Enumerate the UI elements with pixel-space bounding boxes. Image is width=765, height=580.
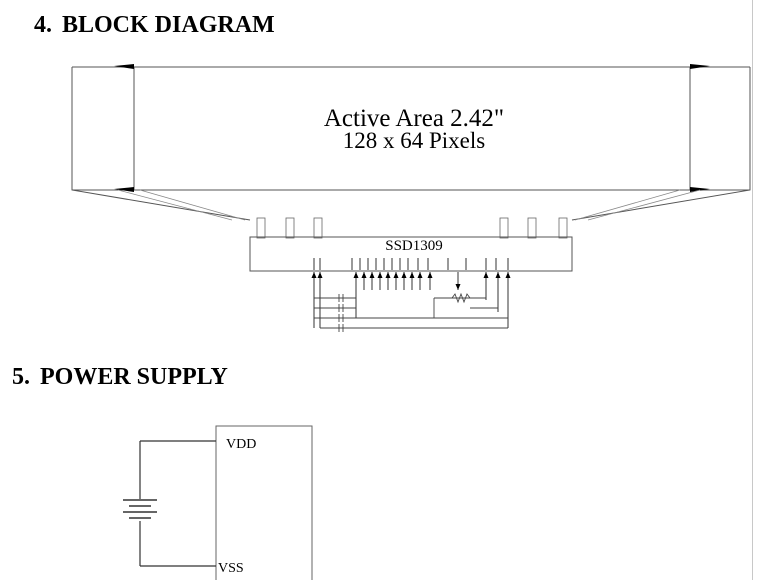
- supply-wiring: [139, 440, 216, 567]
- oled-panel-outline: [71, 66, 751, 221]
- section-title: POWER SUPPLY: [40, 364, 228, 390]
- module-box: [215, 425, 313, 580]
- dimension-arrows: [114, 64, 710, 192]
- vdd-label: VDD: [226, 437, 256, 452]
- section-heading-block-diagram: 4. BLOCK DIAGRAM: [34, 12, 275, 39]
- battery-icon: [123, 499, 157, 519]
- panel-fanout-lines: [117, 189, 701, 221]
- driver-ic-label: SSD1309: [385, 238, 443, 254]
- section-title: BLOCK DIAGRAM: [62, 12, 275, 38]
- segment-common-labels: [256, 217, 568, 239]
- block-diagram: Active Area 2.42" 128 x 64 Pixels SSD130…: [71, 64, 751, 332]
- external-component-network: [314, 292, 508, 332]
- ic-pin-ticks: [313, 258, 509, 270]
- active-area-label: Active Area 2.42": [324, 105, 504, 132]
- driver-ic-box: [249, 236, 573, 272]
- page-edge-line: [752, 0, 753, 580]
- section-number: 4.: [34, 12, 52, 38]
- pixel-resolution-label: 128 x 64 Pixels: [343, 128, 486, 153]
- section-heading-power-supply: 5. POWER SUPPLY: [12, 364, 228, 391]
- section-number: 5.: [12, 364, 30, 390]
- vss-label: VSS: [218, 561, 244, 576]
- signal-arrowheads: [311, 272, 511, 290]
